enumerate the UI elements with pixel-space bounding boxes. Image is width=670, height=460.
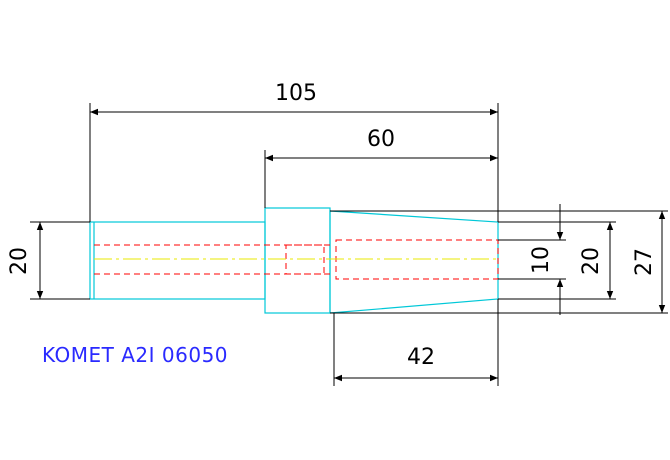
taper-outline	[329, 210, 499, 314]
dim-text-20-right: 20	[579, 247, 604, 275]
shank-outline	[89, 221, 266, 300]
dim-text-105: 105	[275, 81, 317, 106]
dim-text-10: 10	[529, 246, 554, 274]
dim-text-42: 42	[407, 345, 435, 370]
dim-text-27: 27	[632, 248, 657, 276]
hidden-line-relief	[285, 244, 325, 275]
dim-text-20-left: 20	[7, 247, 32, 275]
part-label: KOMET A2I 06050	[42, 343, 228, 367]
part-outline	[89, 207, 499, 314]
dimensions	[30, 103, 668, 386]
dim-text-60: 60	[367, 127, 395, 152]
collar-outline	[264, 207, 331, 314]
